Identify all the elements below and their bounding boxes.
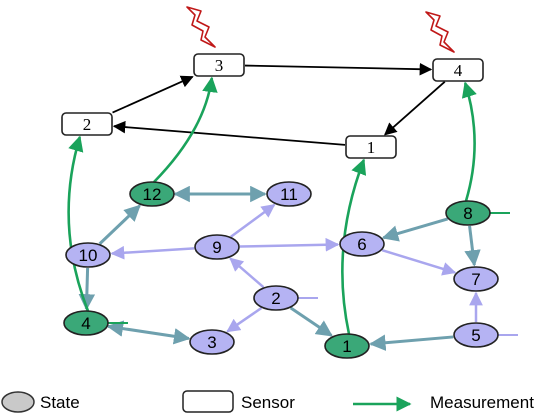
state-ellipse bbox=[266, 181, 312, 207]
sensor-edge-s2-s3 bbox=[112, 75, 194, 114]
state-edge-n2-n3 bbox=[226, 306, 263, 333]
state-ellipse bbox=[189, 329, 235, 355]
state-node-2: 2 bbox=[253, 285, 299, 311]
sensor-node-1: 1 bbox=[345, 135, 397, 159]
state-ellipse bbox=[453, 266, 499, 292]
legend-sensor: Sensor bbox=[182, 390, 295, 413]
state-ellipse bbox=[253, 285, 299, 311]
state-edge-n9-n11 bbox=[230, 203, 276, 238]
state-ellipse bbox=[445, 200, 491, 226]
state-label: 4 bbox=[81, 314, 90, 333]
state-node-3: 3 bbox=[189, 329, 235, 355]
state-label: 1 bbox=[342, 337, 351, 356]
state-node-5: 5 bbox=[453, 322, 499, 348]
sensor-box bbox=[193, 53, 245, 77]
legend-sensor-label: Sensor bbox=[241, 393, 295, 412]
state-edge-n9-n6 bbox=[239, 237, 340, 252]
sensor-box bbox=[432, 58, 484, 82]
state-node-12: 12 bbox=[129, 181, 175, 207]
state-node-6: 6 bbox=[339, 231, 385, 257]
sensor-nodes-layer: 1 2 3 4 bbox=[61, 53, 484, 159]
state-label: 6 bbox=[357, 235, 366, 254]
state-label: 12 bbox=[143, 185, 162, 204]
state-edge-n2-n1 bbox=[289, 306, 333, 337]
sensor-node-2: 2 bbox=[61, 112, 113, 136]
sensor-box bbox=[61, 112, 113, 136]
state-node-7: 7 bbox=[453, 266, 499, 292]
state-node-9: 9 bbox=[194, 234, 240, 260]
state-label: 11 bbox=[280, 185, 298, 204]
sensor-label: 3 bbox=[215, 56, 224, 75]
attack-icons-layer bbox=[186, 6, 455, 53]
state-node-8: 8 bbox=[445, 200, 491, 226]
legend-measurement: Measurement bbox=[353, 393, 534, 412]
sensor-edge-s1-s2 bbox=[112, 120, 346, 146]
state-node-11: 11 bbox=[266, 181, 312, 207]
lightning-bolt-icon bbox=[425, 11, 455, 53]
state-edges-layer bbox=[78, 185, 483, 351]
state-ellipse bbox=[453, 322, 499, 348]
state-edge-n10-n12 bbox=[98, 204, 141, 245]
state-label: 9 bbox=[212, 238, 221, 257]
lightning-bolt-icon bbox=[186, 6, 216, 48]
measurement-edge-n12-s3 bbox=[153, 76, 218, 183]
edge-stubs-layer bbox=[108, 212, 518, 336]
sensor-edges-layer bbox=[112, 62, 446, 146]
legend-measurement-label: Measurement bbox=[430, 393, 534, 412]
legend-sensor-swatch bbox=[182, 390, 234, 413]
state-label: 7 bbox=[471, 270, 480, 289]
state-ellipse bbox=[63, 310, 109, 336]
state-ellipse bbox=[65, 242, 111, 268]
sensor-box bbox=[345, 135, 397, 159]
state-label: 10 bbox=[79, 246, 98, 265]
state-edge-n5-n1 bbox=[369, 334, 454, 351]
legend-state-swatch bbox=[1, 391, 35, 413]
sensor-edge-s4-s1 bbox=[383, 80, 446, 136]
legend-state: State bbox=[1, 391, 80, 413]
state-ellipse bbox=[129, 181, 175, 207]
state-label: 3 bbox=[207, 333, 216, 352]
state-edge-n9-n10 bbox=[110, 245, 195, 260]
state-label: 8 bbox=[463, 204, 472, 223]
state-edge-n8-n6 bbox=[381, 217, 449, 242]
sensor-node-3: 3 bbox=[193, 53, 245, 77]
sensor-label: 2 bbox=[83, 115, 92, 134]
state-node-1: 1 bbox=[324, 333, 370, 359]
state-ellipse bbox=[339, 231, 385, 257]
measurement-edge-n8-s4 bbox=[461, 81, 477, 202]
state-edge-n10-n4 bbox=[78, 267, 96, 311]
state-label: 5 bbox=[471, 326, 480, 345]
state-label: 2 bbox=[271, 289, 280, 308]
sensor-label: 4 bbox=[454, 61, 463, 80]
state-edge-n8-n7 bbox=[464, 225, 481, 267]
sensor-node-4: 4 bbox=[432, 58, 484, 82]
state-ellipse bbox=[324, 333, 370, 359]
state-ellipse bbox=[194, 234, 240, 260]
legend-state-label: State bbox=[40, 393, 80, 412]
legend: State Sensor Measurement bbox=[1, 390, 534, 413]
state-edge-n6-n7 bbox=[381, 248, 457, 276]
state-edge-n4-n3 bbox=[106, 320, 191, 345]
measurement-edge-n4-s2 bbox=[67, 135, 90, 312]
state-node-4: 4 bbox=[63, 310, 109, 336]
sensor-edge-s3-s4 bbox=[244, 62, 433, 76]
state-edge-n2-n9 bbox=[229, 257, 265, 289]
state-node-10: 10 bbox=[65, 242, 111, 268]
sensor-label: 1 bbox=[367, 138, 376, 157]
